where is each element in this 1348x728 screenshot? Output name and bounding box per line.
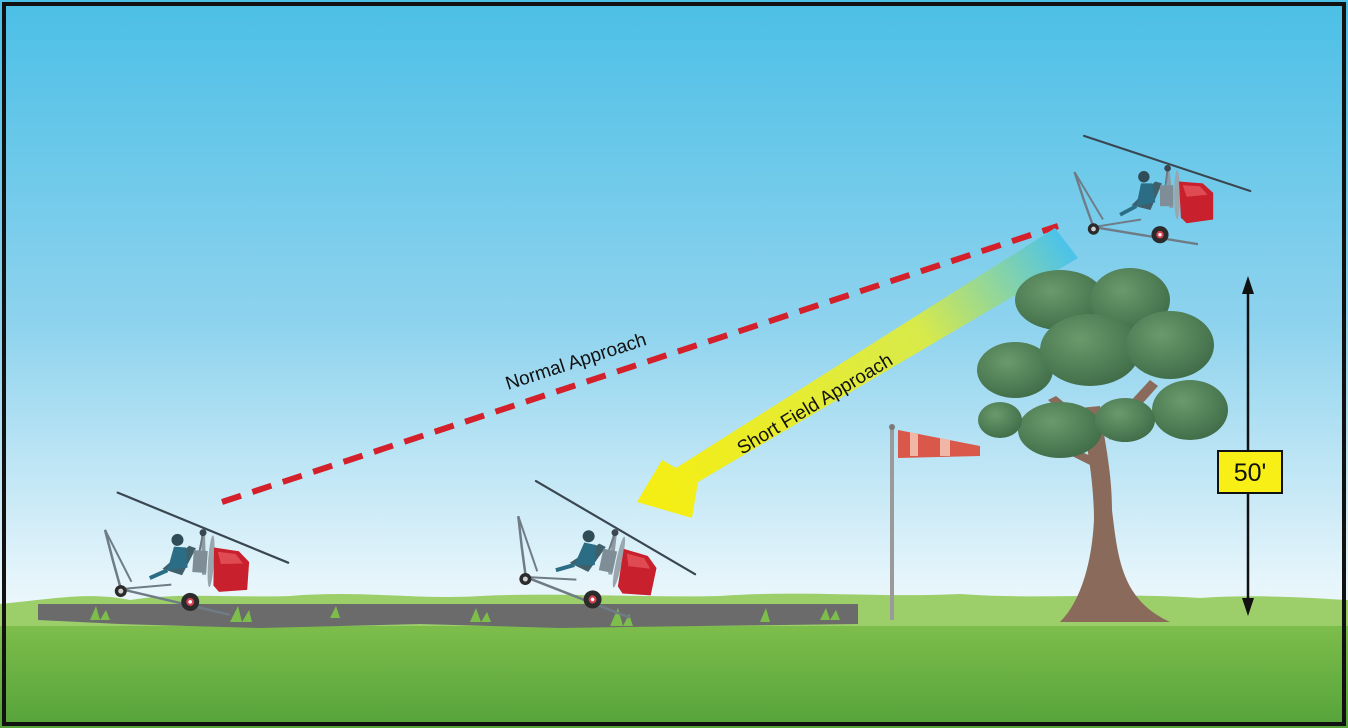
grass-tufts <box>90 606 840 626</box>
normal-approach-path <box>221 223 1059 505</box>
tree-icon <box>977 268 1228 622</box>
height-box <box>1217 450 1283 494</box>
double-arrow-icon <box>1242 276 1254 616</box>
height-label: 50' <box>1234 459 1267 487</box>
short-field-approach-arrow <box>637 228 1078 518</box>
runway <box>38 604 858 628</box>
ground <box>0 593 1348 728</box>
windsock-icon <box>889 424 980 620</box>
